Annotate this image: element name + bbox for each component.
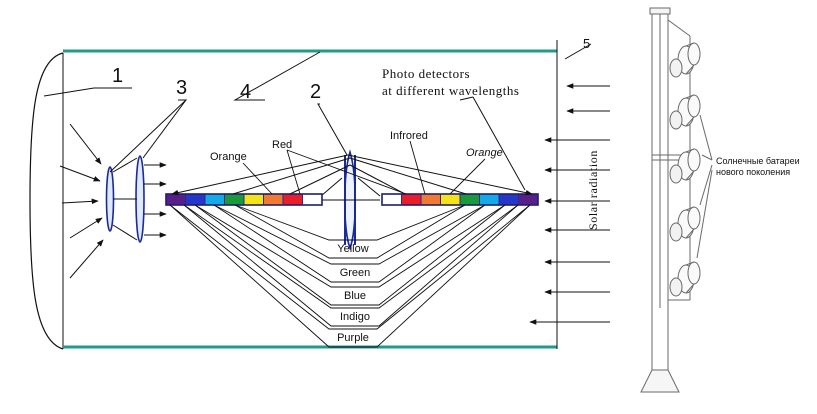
strip-right-segment-6 (498, 193, 519, 206)
label-red: Red (272, 139, 292, 151)
tube-end-cap (29, 52, 64, 350)
strip-right-segment-2 (420, 193, 441, 206)
strip-left-outline (165, 193, 323, 206)
callout-4: 4 (240, 81, 251, 103)
fan-line-indigo (183, 204, 519, 309)
strip-left-segment-4 (243, 193, 264, 206)
label-leaders (242, 140, 486, 195)
tower-top-cap (649, 7, 671, 15)
photo-detectors-label-line2: at different wavelengths (382, 83, 519, 98)
spectrum-strip-left (165, 193, 323, 206)
spectrum-strip-right (381, 193, 539, 206)
strip-left-segment-5 (263, 193, 284, 206)
fan-line-lower-purple (169, 204, 531, 348)
tower-module-4 (669, 261, 701, 297)
tower-caption-line1: Солнечные батареи (716, 156, 800, 166)
strip-right-segment-3 (440, 193, 461, 206)
tower-base (640, 369, 680, 393)
fan-line-lower-yellow (234, 204, 466, 259)
strip-left-segment-3 (224, 193, 245, 206)
photo-detectors-label-line1: Photo detectors (382, 66, 470, 81)
fan-line-lower-indigo (183, 204, 519, 327)
callout-numbers: 1 2 3 4 5 (112, 36, 590, 103)
fan-line-purple (169, 204, 531, 330)
strip-left-segment-7 (302, 193, 323, 206)
tower-module-1 (669, 94, 701, 130)
tower-caption-line2: нового поколения (716, 167, 790, 177)
lens-small (105, 166, 115, 232)
lens-medium (135, 155, 145, 243)
label-infrared: Infrored (390, 130, 428, 142)
label-yellow: Yellow (337, 243, 368, 255)
solar-arrows (529, 83, 610, 325)
fan-line-blue (194, 204, 506, 288)
lens-group-3 (105, 155, 167, 243)
callout-leaders (43, 43, 592, 191)
strip-right-segment-7 (518, 193, 539, 206)
label-orange-left: Orange (210, 151, 247, 163)
strip-right-outline (381, 193, 539, 206)
tower-caption-leaders (696, 114, 713, 259)
spectrum-fan (169, 204, 531, 348)
fan-line-lower-green (213, 204, 486, 283)
tower-module-3 (669, 206, 701, 242)
label-purple: Purple (337, 332, 369, 344)
center-lens-2 (320, 149, 381, 251)
strip-left-segment-1 (185, 193, 206, 206)
strip-right-segment-0 (381, 193, 402, 206)
label-indigo: Indigo (340, 311, 370, 323)
tower-module-0 (669, 42, 701, 78)
callout-1: 1 (112, 65, 123, 87)
callout-5: 5 (583, 36, 590, 51)
solar-radiation-label: Solar radiation (586, 150, 600, 230)
callout-3: 3 (176, 77, 187, 99)
strip-left-segment-2 (204, 193, 225, 206)
solar-tower (640, 7, 713, 393)
label-orange-right: Orange (466, 147, 503, 159)
strip-right-segment-1 (401, 193, 422, 206)
strip-left-segment-0 (165, 193, 186, 206)
incoming-arrows-left (59, 123, 104, 279)
callout-2: 2 (310, 81, 321, 103)
strip-right-segment-5 (479, 193, 500, 206)
label-blue: Blue (344, 290, 366, 302)
label-green: Green (340, 267, 371, 279)
tower-module-2 (669, 148, 701, 184)
fan-line-green (213, 204, 486, 265)
strip-left-segment-6 (282, 193, 303, 206)
tube (29, 40, 558, 350)
strip-right-segment-4 (459, 193, 480, 206)
fan-line-lower-blue (194, 204, 506, 306)
fan-line-yellow (234, 204, 466, 241)
